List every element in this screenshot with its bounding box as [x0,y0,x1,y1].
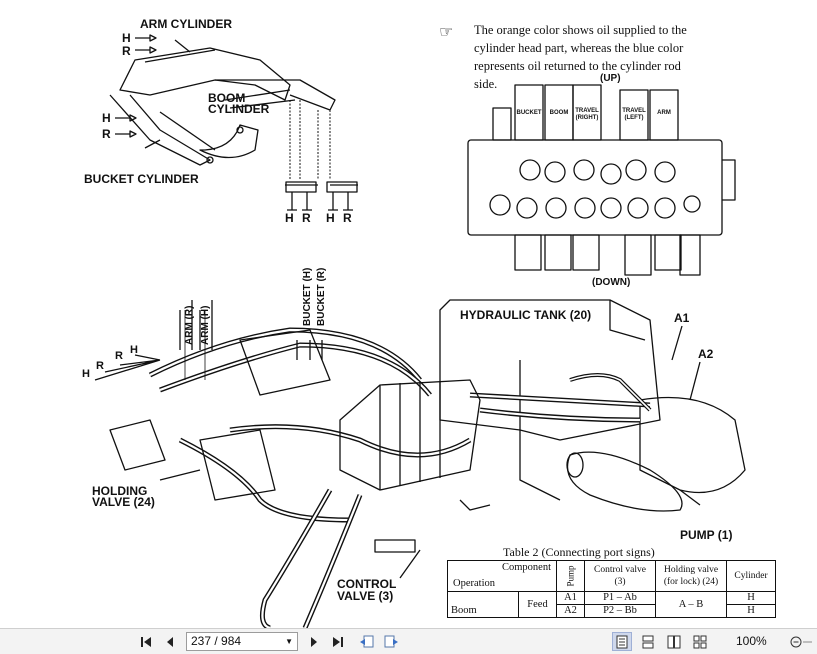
h-label: H [326,211,335,225]
r-label: R [302,211,311,225]
zoom-level: 100% [736,634,767,648]
document-page: ☞ The orange color shows oil supplied to… [82,17,777,628]
bucket-cylinder-label: BUCKET CYLINDER [84,172,199,186]
zoom-out-icon [790,636,812,647]
last-page-icon [333,636,343,647]
holding-valve-label-1: HOLDING [92,484,148,498]
note-line: The orange color shows oil supplied to t… [474,23,687,37]
next-view-button[interactable] [381,632,401,651]
viewer-toolbar: 237 / 984 ▼ 100% [0,628,817,654]
note-line: cylinder head part, whereas the blue col… [474,41,684,55]
control-valve-label-2: VALVE (3) [337,589,394,603]
control-valve-label-1: CONTROL [337,577,397,591]
table-caption: Table 2 (Connecting port signs) [503,545,655,559]
hose-letter: H [130,344,138,356]
next-view-icon [384,635,398,647]
zoom-out-button[interactable] [788,632,814,651]
r-label: R [343,211,352,225]
operation-header: Operation [453,578,495,589]
a2-label: A2 [698,347,714,361]
note-line: side. [474,77,498,91]
first-page-button[interactable] [138,632,154,651]
valve-tag: BOOM [549,110,569,116]
first-page-icon [141,636,151,647]
pointing-hand-icon: ☞ [439,22,454,41]
last-page-button[interactable] [330,632,346,651]
header-corner: Component Operation [447,560,557,592]
previous-view-button[interactable] [357,632,377,651]
holding-valve-header: Holding valve (for lock) (24) [655,560,728,592]
table-cell: P2 – Bb [584,604,657,618]
hydraulic-tank-label: HYDRAULIC TANK (20) [460,308,592,322]
h-label: H [122,31,131,45]
hose-letter: R [96,360,104,372]
h-label: H [285,211,294,225]
cylinder-header: Cylinder [726,560,777,592]
bucket-r-label: BUCKET (R) [316,267,327,326]
down-label: (DOWN) [592,277,631,288]
table-cell: H [726,591,777,605]
valve-tag: BUCKET [516,110,542,116]
boom-cell: Boom [447,591,519,618]
previous-page-button[interactable] [162,632,178,651]
color-note: The orange color shows oil supplied to t… [474,21,774,93]
hose-letter: H [82,368,90,380]
table-cell: A – B [655,591,728,618]
hose-letter: R [115,350,123,362]
continuous-facing-view-button[interactable] [690,632,710,651]
h-label: H [102,111,111,125]
table-cell: H [726,604,777,618]
holding-valve-label-2: VALVE (24) [92,495,155,509]
r-label: R [102,127,111,141]
page-number-value: 237 / 984 [191,634,242,648]
boom-cylinder-label-2: CYLINDER [208,102,270,116]
valve-tag: TRAVEL (LEFT) [622,108,646,121]
a1-label: A1 [674,311,690,325]
up-label: (UP) [600,73,621,84]
r-label: R [122,44,131,58]
valve-tag: ARM [657,110,671,116]
continuous-page-icon [642,635,654,648]
pump-header: Pump [555,560,586,592]
control-valve-header: Control valve (3) [584,560,657,592]
arm-cylinder-label: ARM CYLINDER [140,17,232,31]
component-header: Component [502,562,551,573]
feed-cell: Feed [518,591,557,618]
previous-view-icon [360,635,374,647]
single-page-view-button[interactable] [612,632,632,651]
connecting-port-table: Component Operation Pump Control valve (… [447,560,777,618]
previous-page-icon [167,636,173,647]
boom-cylinder-label-1: BOOM [208,91,246,105]
valve-tag: TRAVEL (RIGHT) [575,108,599,121]
arm-r-label: ARM (R) [184,305,195,345]
facing-pages-icon [667,635,681,648]
bucket-h-label: BUCKET (H) [302,267,313,326]
continuous-facing-icon [693,635,707,648]
table-cell: A1 [555,591,586,605]
facing-view-button[interactable] [664,632,684,651]
arm-h-label: ARM (H) [200,305,211,345]
pump-label: PUMP (1) [680,528,733,542]
continuous-view-button[interactable] [638,632,658,651]
next-page-icon [311,636,317,647]
single-page-icon [616,635,628,648]
page-number-input[interactable]: 237 / 984 ▼ [186,632,298,651]
note-line: represents oil returned to the cylinder … [474,59,681,73]
schematic-drawing [94,34,746,628]
table-cell: P1 – Ab [584,591,657,605]
table-cell: A2 [555,604,586,618]
chevron-down-icon: ▼ [285,637,293,646]
next-page-button[interactable] [306,632,322,651]
